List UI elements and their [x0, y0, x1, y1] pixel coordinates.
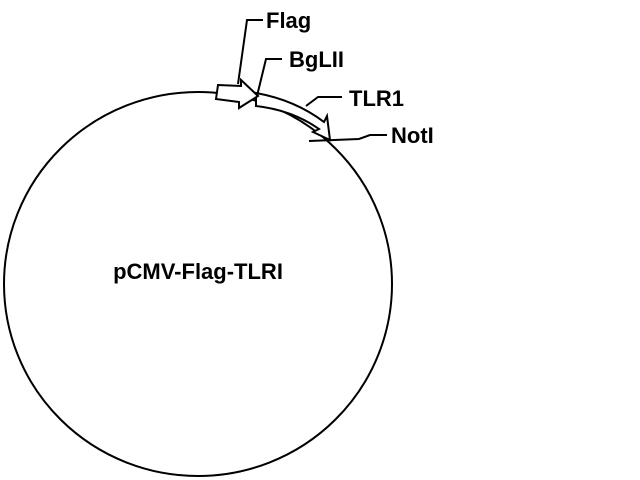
flag-label: Flag — [266, 8, 311, 33]
plasmid-backbone-circle — [3, 91, 393, 477]
flag-tag-arrow — [214, 77, 260, 110]
noti-label: NotI — [391, 123, 434, 148]
plasmid-name-label: pCMV-Flag-TLRI — [113, 259, 283, 284]
tlr1-label: TLR1 — [349, 86, 404, 111]
bglii-label: BgLII — [289, 47, 344, 72]
bglii-leader-line — [256, 58, 282, 97]
tlr1-leader-line — [305, 96, 342, 107]
tlr1-insert-arrow — [255, 91, 332, 142]
noti-leader-line — [308, 134, 387, 142]
flag-leader-line — [237, 19, 263, 85]
